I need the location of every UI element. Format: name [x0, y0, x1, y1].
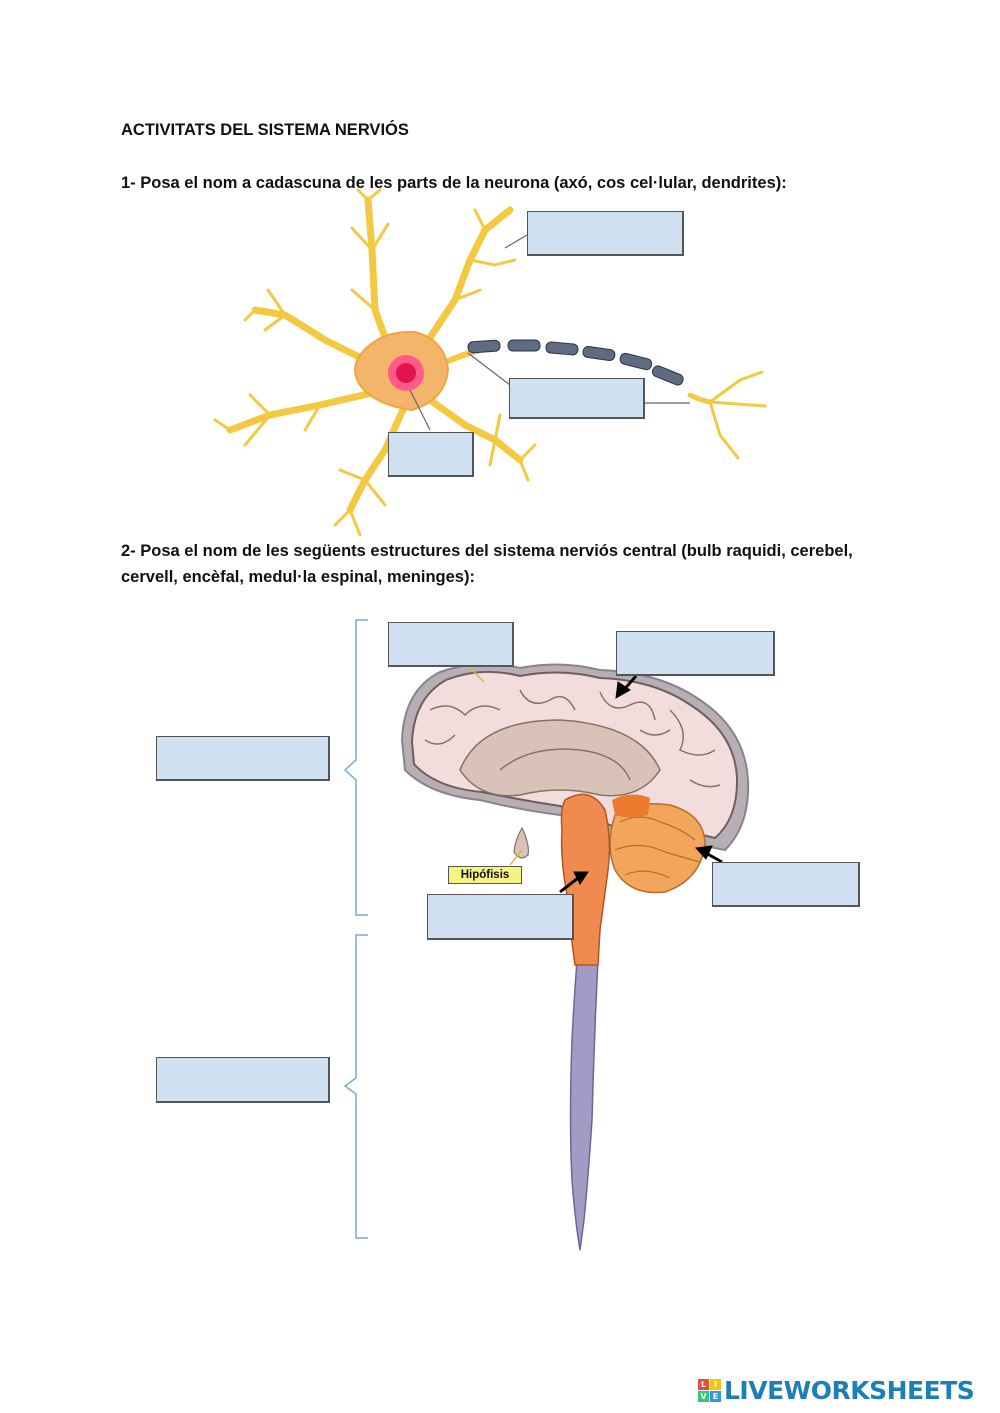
spinal-cord — [569, 959, 599, 1251]
bulb-answer-box[interactable] — [427, 894, 574, 940]
logo-letter: V — [698, 1391, 709, 1402]
question-2: 2- Posa el nom de les següents estructur… — [121, 542, 853, 586]
question-1: 1- Posa el nom a cadascuna de les parts … — [121, 174, 787, 192]
logo-icon: L I V E — [698, 1379, 721, 1402]
page-heading: ACTIVITATS DEL SISTEMA NERVIÓS — [121, 121, 409, 139]
brain-illustration — [343, 619, 750, 1251]
liveworksheets-logo: L I V E LIVEWORKSHEETS — [698, 1376, 975, 1405]
encefal-answer-box[interactable] — [156, 736, 330, 781]
hipofisis-label: Hipófisis — [448, 866, 522, 884]
axon-answer-box[interactable] — [509, 378, 645, 419]
cervell-answer-box[interactable] — [388, 622, 514, 667]
encefal-bracket — [343, 619, 368, 916]
cerebellum — [609, 803, 706, 894]
dendrites-answer-box[interactable] — [527, 211, 684, 256]
cell-body-answer-box[interactable] — [388, 432, 474, 477]
medulla-answer-box[interactable] — [156, 1057, 330, 1103]
logo-letter: L — [698, 1379, 709, 1390]
logo-text: LIVEWORKSHEETS — [724, 1376, 975, 1405]
pituitary — [513, 826, 529, 859]
meninges-answer-box[interactable] — [616, 631, 775, 676]
cerebel-answer-box[interactable] — [712, 862, 860, 907]
medulla-bracket — [343, 934, 368, 1239]
logo-letter: E — [710, 1391, 721, 1402]
logo-letter: I — [710, 1379, 721, 1390]
neuron-illustration — [213, 188, 767, 537]
